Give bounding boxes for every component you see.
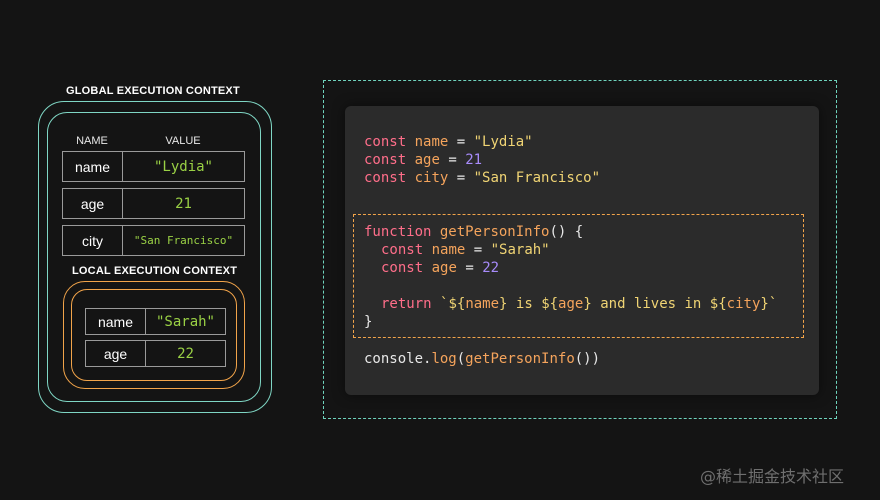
var-city: city — [414, 170, 449, 186]
template-interp-close: } — [583, 296, 592, 312]
code-line-1: const name = "Lydia" — [364, 133, 533, 151]
template-var-name: name — [465, 296, 500, 312]
global-row-name: name "Lydia" — [62, 151, 245, 182]
function-signature-rest: () { — [549, 224, 584, 240]
function-keyword: function — [364, 224, 432, 240]
code-line-local-age: const age = 22 — [381, 259, 499, 277]
console-object: console. — [364, 351, 432, 367]
return-keyword: return — [381, 296, 432, 312]
local-row-age-label: age — [85, 340, 146, 367]
global-row-city: city "San Francisco" — [62, 225, 245, 256]
const-keyword: const — [381, 260, 424, 276]
global-row-age-value: 21 — [122, 188, 245, 219]
local-context-frame-outer — [63, 281, 245, 389]
name-column-header: NAME — [76, 135, 108, 147]
global-row-name-label: name — [62, 151, 123, 182]
local-row-name-label: name — [85, 308, 146, 335]
global-row-city-label: city — [62, 225, 123, 256]
string-sarah: "Sarah" — [490, 242, 550, 258]
global-context-frame-outer — [38, 101, 272, 413]
log-method: log — [431, 351, 457, 367]
local-row-name: name "Sarah" — [85, 308, 226, 335]
code-panel — [345, 106, 819, 395]
equals-sign: = — [456, 260, 483, 276]
const-keyword: const — [381, 242, 424, 258]
equals-sign: = — [465, 242, 491, 258]
equals-sign: = — [439, 152, 466, 168]
template-var-age: age — [558, 296, 584, 312]
local-var-age: age — [431, 260, 457, 276]
local-context-title: LOCAL EXECUTION CONTEXT — [72, 265, 238, 277]
template-backtick-open: ` — [440, 296, 449, 312]
template-interp-open: ${ — [541, 296, 559, 312]
equals-sign: = — [448, 134, 474, 150]
code-line-2: const age = 21 — [364, 151, 482, 169]
function-scope-dashed-frame — [353, 214, 804, 338]
string-lydia: "Lydia" — [473, 134, 533, 150]
local-row-age-value: 22 — [145, 340, 226, 367]
global-row-name-value: "Lydia" — [122, 151, 245, 182]
template-backtick-close: ` — [768, 296, 778, 312]
string-san-francisco: "San Francisco" — [473, 170, 601, 186]
watermark-text: @稀土掘金技术社区 — [700, 467, 845, 486]
global-row-age: age 21 — [62, 188, 245, 219]
function-name: getPersonInfo — [439, 224, 550, 240]
paren-close: ()) — [574, 351, 601, 367]
value-column-header: VALUE — [165, 135, 201, 147]
local-row-age: age 22 — [85, 340, 226, 367]
local-context-frame-inner — [71, 289, 237, 381]
number-21: 21 — [465, 152, 483, 168]
global-context-title: GLOBAL EXECUTION CONTEXT — [66, 85, 240, 97]
template-var-city: city — [726, 296, 761, 312]
const-keyword: const — [364, 170, 407, 186]
code-scope-dashed-frame — [323, 80, 837, 419]
var-age: age — [414, 152, 440, 168]
global-context-frame-inner — [47, 112, 261, 402]
code-line-console-log: console.log(getPersonInfo()) — [364, 350, 600, 368]
number-22: 22 — [482, 260, 500, 276]
global-row-age-label: age — [62, 188, 123, 219]
template-interp-open: ${ — [709, 296, 727, 312]
template-interp-open: ${ — [448, 296, 466, 312]
global-row-city-value: "San Francisco" — [122, 225, 245, 256]
local-row-name-value: "Sarah" — [145, 308, 226, 335]
const-keyword: const — [364, 152, 407, 168]
var-name: name — [414, 134, 449, 150]
code-line-return: return `${name} is ${age} and lives in $… — [381, 295, 777, 313]
code-line-local-name: const name = "Sarah" — [381, 241, 550, 259]
call-get-person-info: getPersonInfo — [465, 351, 575, 367]
code-line-3: const city = "San Francisco" — [364, 169, 600, 187]
template-text-is: is — [507, 296, 542, 312]
template-interp-close: } — [499, 296, 508, 312]
local-var-name: name — [431, 242, 466, 258]
code-line-function: function getPersonInfo() { — [364, 223, 583, 241]
template-interp-close: } — [760, 296, 769, 312]
template-text-lives-in: and lives in — [591, 296, 710, 312]
const-keyword: const — [364, 134, 407, 150]
code-line-close-brace: } — [364, 314, 373, 330]
paren-open: ( — [456, 351, 466, 367]
equals-sign: = — [448, 170, 474, 186]
